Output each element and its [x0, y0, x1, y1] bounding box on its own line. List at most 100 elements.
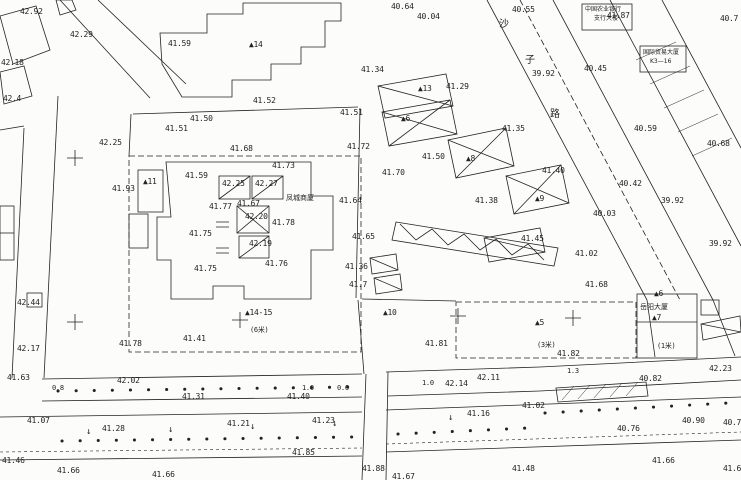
street-tree-rows	[56, 385, 730, 443]
elevation-label: 41.81	[425, 339, 448, 348]
building-id-label: ▲6	[654, 289, 664, 298]
elevation-label: 41.73	[272, 161, 295, 170]
dimension-label: (6米)	[250, 326, 269, 334]
elevation-label: 42.11	[477, 373, 500, 382]
building-id-label: ▲8	[466, 154, 476, 163]
elevation-label: 41.85	[292, 448, 315, 457]
elevation-label: 40.82	[639, 374, 662, 383]
elevation-label: 41.02	[522, 401, 545, 410]
west-road	[0, 95, 59, 379]
elevation-label: 42.27	[255, 179, 278, 188]
elevation-label: 41.59	[185, 171, 208, 180]
road-name-char: 路	[550, 109, 560, 120]
elevation-label: 41.21	[227, 419, 250, 428]
elevation-label: 41.07	[27, 416, 50, 425]
elevation-label: 40.04	[417, 12, 440, 21]
elevation-label: 41.34	[361, 65, 384, 74]
elevation-label: 41.35	[502, 124, 525, 133]
arrow-symbol: ↓	[448, 413, 454, 423]
elevation-label: 41.63	[7, 373, 30, 382]
elevation-label: 41.36	[345, 262, 368, 271]
elevation-label: 41.7	[349, 280, 368, 289]
dimension-label: (3米)	[537, 341, 556, 349]
elevation-label: 42.23	[709, 364, 732, 373]
dimension-label: (1米)	[657, 342, 676, 350]
elevation-label: 41.40	[542, 166, 565, 175]
building-id-label: ▲14	[249, 40, 263, 49]
elevation-label: 41.88	[362, 464, 385, 473]
elevation-label: 41.41	[183, 334, 206, 343]
elevation-label: 41.50	[190, 114, 213, 123]
elevation-label: 39.92	[532, 69, 555, 78]
dimension-label: 0.8	[52, 384, 64, 392]
arrow-symbol: ↓	[168, 425, 174, 435]
elevation-label: 41.78	[272, 218, 295, 227]
elevation-label: 41.45	[521, 234, 544, 243]
building-id-label: ▲14-15	[245, 308, 273, 317]
elevation-label: 41.78	[119, 339, 142, 348]
elevation-label: 42.4	[3, 94, 22, 103]
elevation-label: 39.92	[661, 196, 684, 205]
elevation-label: 42.20	[245, 212, 268, 221]
place-name-label: 中国农业银行	[585, 6, 622, 13]
elevation-label: 40.55	[512, 5, 535, 14]
elevation-label: 41.02	[575, 249, 598, 258]
elevation-label: 42.44	[17, 298, 40, 307]
elevation-label: 41.66	[57, 466, 80, 475]
elevation-label: 41.65	[352, 232, 375, 241]
elevation-label: 41.77	[209, 202, 232, 211]
elevation-label: 41.6	[723, 464, 741, 473]
elevation-label: 42.02	[117, 376, 140, 385]
elevation-label: 41.51	[165, 124, 188, 133]
building-id-label: ▲13	[418, 84, 432, 93]
bottom-roads	[0, 299, 741, 480]
elevation-label: 41.52	[253, 96, 276, 105]
elevation-label: 41.23	[312, 416, 335, 425]
elevation-label: 40.90	[682, 416, 705, 425]
annotation-boxes	[581, 3, 687, 73]
place-name-label: 凤城商厦	[286, 194, 314, 202]
building-id-label: ▲7	[652, 313, 662, 322]
place-name-label: 国际贸易大厦	[643, 49, 680, 56]
elevation-label: 41.75	[189, 229, 212, 238]
place-name-label: 岳阳大厦	[640, 303, 668, 311]
building-id-label: ▲5	[535, 318, 545, 327]
elevation-label: 41.59	[168, 39, 191, 48]
elevation-label: 41.72	[347, 142, 370, 151]
diagonal-road	[486, 0, 741, 358]
elevation-label: 41.28	[102, 424, 125, 433]
elevation-label: 39.92	[709, 239, 732, 248]
elevation-label: 41.64	[339, 196, 362, 205]
elevation-label: 40.59	[634, 124, 657, 133]
elevation-label: 41.51	[340, 108, 363, 117]
elevation-label: 40.64	[391, 2, 414, 11]
arrow-symbol: ↓	[86, 427, 92, 437]
building-id-label: ▲6	[401, 114, 411, 123]
building-14-outline	[128, 2, 359, 157]
elevation-label: 40.7	[720, 14, 739, 23]
elevation-label: 40.68	[707, 139, 730, 148]
elevation-label: 41.66	[152, 470, 175, 479]
elevation-label: 42.25	[222, 179, 245, 188]
building-id-label: ▲11	[143, 177, 157, 186]
elevation-label: 41.31	[182, 392, 205, 401]
elevation-label: 40.76	[617, 424, 640, 433]
elevation-label: 42.19	[249, 239, 272, 248]
elevation-label: 42.29	[70, 30, 93, 39]
topleft-blocks	[0, 0, 187, 105]
survey-cross-marks	[67, 150, 581, 330]
elevation-label: 42.92	[20, 7, 43, 16]
elevation-label: 42.18	[1, 58, 24, 67]
place-name-label: K3—16	[650, 58, 672, 65]
slanted-buildings	[355, 73, 570, 302]
arrow-symbol: ↓	[332, 419, 338, 429]
elevation-label: 42.17	[17, 344, 40, 353]
elevation-label: 41.46	[2, 456, 25, 465]
elevation-label: 40.45	[584, 64, 607, 73]
elevation-label: 41.66	[652, 456, 675, 465]
elevation-label: 40.7	[723, 418, 741, 427]
elevation-label: 41.67	[237, 199, 260, 208]
elevation-label: 41.75	[194, 264, 217, 273]
